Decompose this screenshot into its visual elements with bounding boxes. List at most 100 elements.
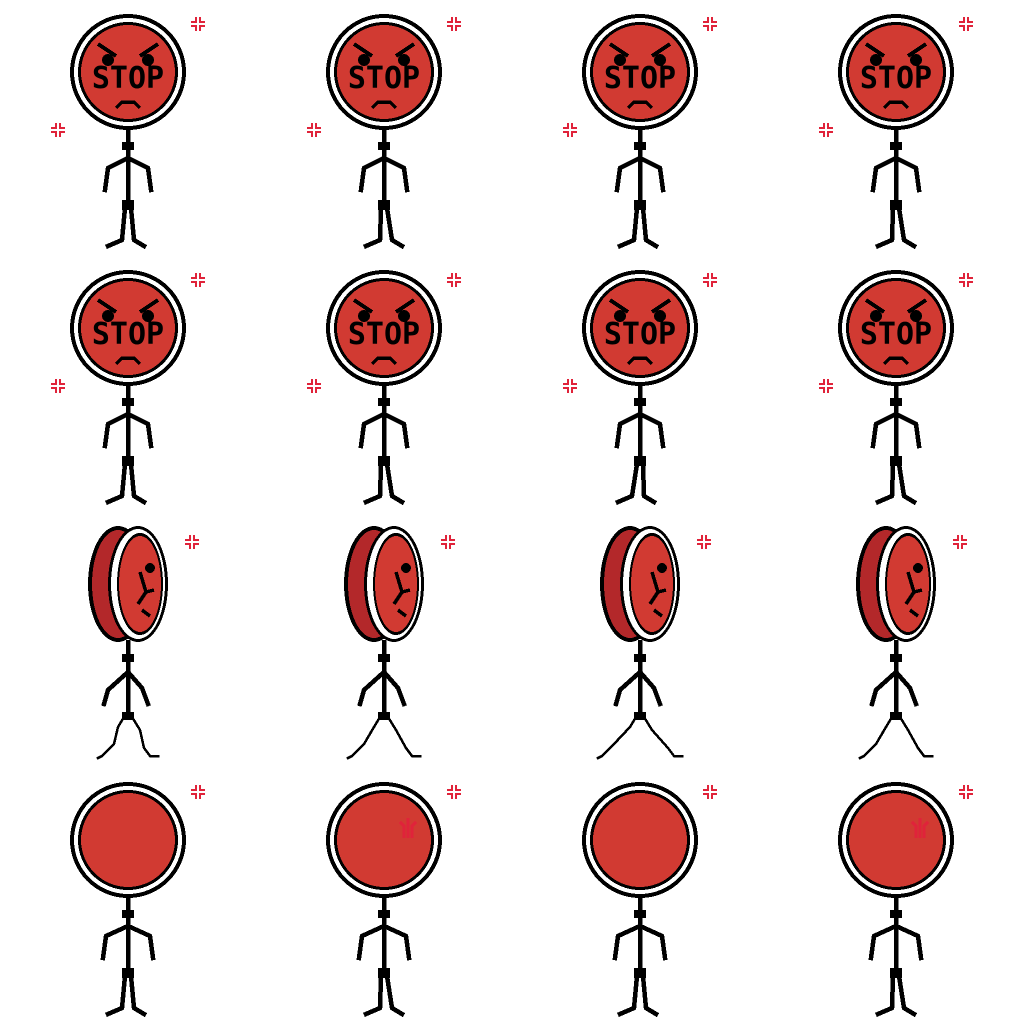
stop-sign-head-back <box>326 782 442 898</box>
sprite-frame <box>856 526 968 760</box>
frame-walk-back-1 <box>0 768 256 1024</box>
anger-mark-icon <box>958 784 974 800</box>
body <box>358 127 410 250</box>
anger-mark-icon <box>696 534 712 550</box>
left-leg <box>596 715 638 760</box>
stop-sign-head: STOP <box>70 270 186 386</box>
sprite-frame <box>88 526 200 760</box>
sprite-frame <box>838 782 974 1018</box>
right-arm <box>124 668 151 707</box>
sprite-frame <box>582 782 718 1018</box>
stop-sign-head-side <box>600 526 680 642</box>
left-arm <box>614 154 644 193</box>
frown-mouth <box>882 100 910 110</box>
hip-joint <box>378 712 390 720</box>
frame-walk-side-2 <box>256 512 512 768</box>
sign-label: STOP <box>860 317 932 352</box>
body <box>346 639 422 760</box>
anger-mark-icon <box>818 378 834 394</box>
sign-label: STOP <box>604 317 676 352</box>
left-arm <box>868 923 899 961</box>
body <box>96 639 160 760</box>
anger-mark-icon <box>190 272 206 288</box>
body <box>868 895 924 1018</box>
right-eye <box>398 310 410 322</box>
right-leg <box>128 205 148 250</box>
anger-mark-icon <box>446 784 462 800</box>
side-letters <box>648 571 667 618</box>
frame-idle-front-1: STOP <box>0 0 256 256</box>
hip-joint <box>122 712 134 720</box>
anger-mark-icon <box>184 534 200 550</box>
sign-back-face <box>849 793 943 887</box>
left-leg <box>875 973 896 1017</box>
left-arm <box>102 154 132 193</box>
frame-walk-side-3 <box>512 512 768 768</box>
frown-mouth <box>370 356 398 366</box>
right-arm <box>636 410 666 449</box>
left-arm <box>356 923 387 961</box>
sprite-frame: STOP <box>50 270 206 506</box>
stop-sign-head: STOP <box>838 14 954 130</box>
left-brow <box>608 42 630 58</box>
hip-joint <box>122 200 134 210</box>
body <box>100 895 156 1018</box>
right-brow <box>650 298 672 314</box>
left-eye <box>870 54 882 66</box>
right-arm <box>637 923 668 961</box>
sprite-frame: STOP <box>818 14 974 250</box>
stop-sign-head: STOP <box>838 270 954 386</box>
anger-mark-icon <box>446 16 462 32</box>
left-arm <box>100 923 131 961</box>
anger-mark-icon <box>440 534 456 550</box>
stop-sign-head: STOP <box>582 14 698 130</box>
left-arm <box>613 668 644 707</box>
anger-mark-icon <box>190 16 206 32</box>
left-arm <box>357 668 388 707</box>
side-eye <box>145 563 155 573</box>
sign-side-face <box>887 536 929 632</box>
sprite-frame: STOP <box>306 270 462 506</box>
sprite-frame <box>326 782 462 1018</box>
right-brow <box>394 298 416 314</box>
hip-joint <box>634 712 646 720</box>
body <box>870 127 922 250</box>
side-letters <box>136 571 155 618</box>
body <box>614 383 666 506</box>
sign-side-face <box>375 536 417 632</box>
frame-idle-front-3: STOP <box>512 0 768 256</box>
side-eye <box>401 563 411 573</box>
left-brow <box>864 42 886 58</box>
frame-idle-front-2: STOP <box>256 0 512 256</box>
back-anger-mark-icon <box>398 818 418 838</box>
anger-mark-icon <box>702 784 718 800</box>
frame-idle-front-4: STOP <box>768 0 1024 256</box>
right-brow <box>906 42 928 58</box>
hip-joint <box>890 200 902 210</box>
frown-mouth <box>370 100 398 110</box>
anger-mark-icon <box>702 16 718 32</box>
anger-mark-icon <box>702 272 718 288</box>
hip-joint <box>634 200 646 210</box>
hip-joint <box>378 968 390 978</box>
hip-joint <box>122 456 134 466</box>
anger-mark-icon <box>306 122 322 138</box>
back-anger-mark-icon <box>910 818 930 838</box>
frown-mouth <box>626 100 654 110</box>
sign-back-face <box>81 793 175 887</box>
sign-back-face <box>593 793 687 887</box>
right-leg <box>128 973 148 1018</box>
stop-sign-head-back <box>582 782 698 898</box>
frame-walk-back-3 <box>512 768 768 1024</box>
hip-joint <box>890 968 902 978</box>
right-leg <box>640 973 660 1018</box>
left-leg <box>346 715 382 760</box>
left-arm <box>102 410 132 449</box>
anger-mark-icon <box>50 122 66 138</box>
stop-sign-head-back <box>70 782 186 898</box>
right-arm <box>124 410 154 449</box>
right-brow <box>138 42 160 58</box>
right-arm <box>380 154 410 193</box>
frame-walk-side-1 <box>0 512 256 768</box>
anger-mark-icon <box>958 272 974 288</box>
